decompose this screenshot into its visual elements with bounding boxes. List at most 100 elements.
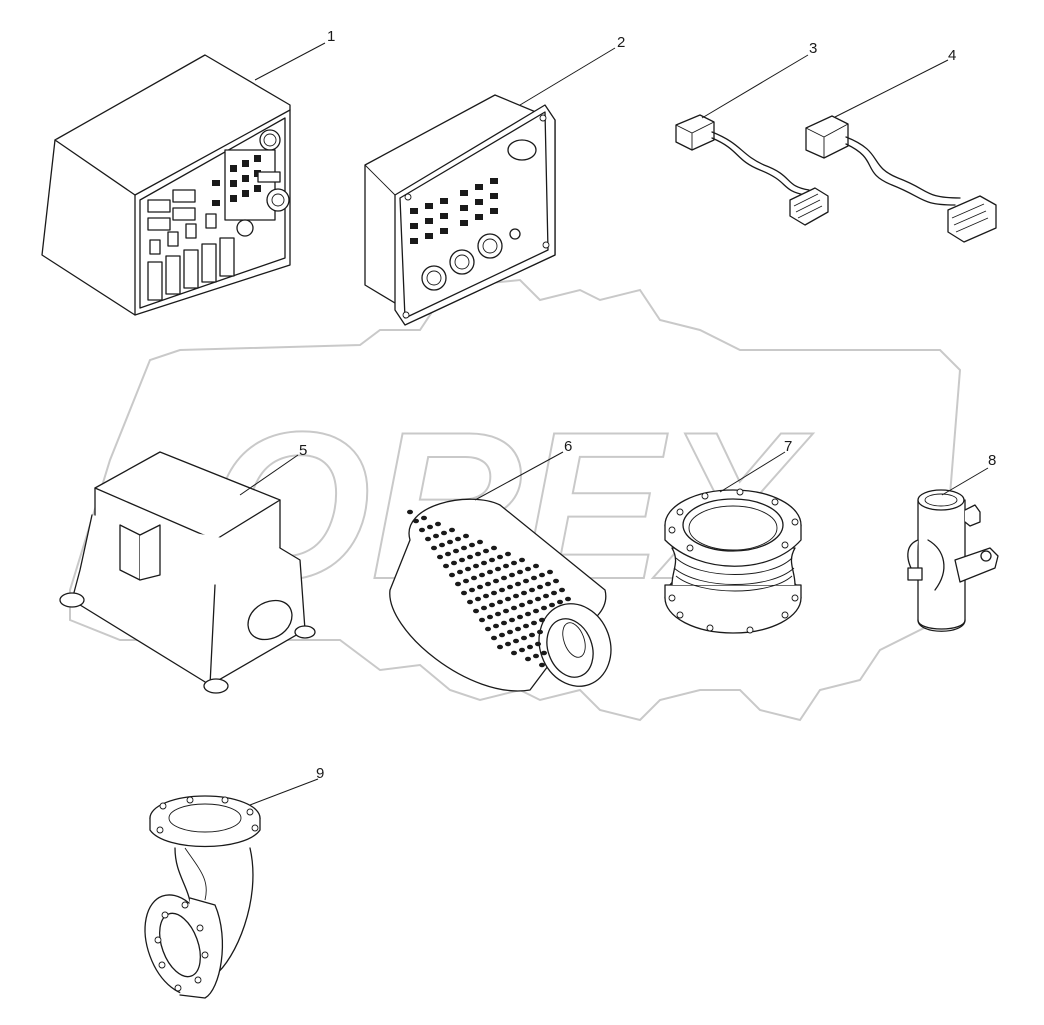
perforation-hole: [551, 590, 557, 596]
perforation-hole: [547, 569, 553, 575]
perforation-hole: [517, 569, 523, 575]
perforation-hole: [479, 572, 485, 578]
callout-1: 1: [327, 28, 335, 45]
perforation-hole: [455, 581, 461, 587]
perforation-hole: [501, 575, 507, 581]
leader-8: [941, 467, 989, 496]
perforation-hole: [525, 566, 531, 572]
perforation-hole: [535, 596, 541, 602]
part-3-cable-harness-small: [675, 114, 829, 226]
perforation-hole: [497, 554, 503, 560]
perforation-hole: [521, 635, 527, 641]
perforation-hole: [557, 599, 563, 605]
perforation-hole: [479, 617, 485, 623]
perforation-hole: [493, 623, 499, 629]
perforation-hole: [505, 551, 511, 557]
part-4-cable-harness-large: [805, 115, 997, 243]
perforation-hole: [469, 587, 475, 593]
perforation-hole: [475, 551, 481, 557]
leader-7: [719, 451, 786, 493]
perforation-hole: [521, 590, 527, 596]
perforation-hole: [535, 641, 541, 647]
perforation-hole: [489, 602, 495, 608]
perforation-hole: [499, 632, 505, 638]
leader-2: [519, 47, 616, 106]
perforation-hole: [495, 566, 501, 572]
perforation-hole: [443, 563, 449, 569]
perforation-hole: [513, 638, 519, 644]
perforation-hole: [455, 536, 461, 542]
perforation-hole: [419, 527, 425, 533]
perforation-hole: [523, 578, 529, 584]
leader-4: [834, 59, 949, 118]
perforation-hole: [485, 581, 491, 587]
perforation-hole: [545, 581, 551, 587]
perforation-hole: [553, 578, 559, 584]
perforation-hole: [537, 629, 543, 635]
perforation-hole: [477, 584, 483, 590]
perforation-hole: [513, 593, 519, 599]
leader-lines: [239, 42, 989, 806]
perforation-hole: [497, 644, 503, 650]
perforation-hole: [539, 572, 545, 578]
perforation-hole: [515, 626, 521, 632]
perforation-hole: [503, 563, 509, 569]
perforation-hole: [507, 584, 513, 590]
perforation-hole: [495, 611, 501, 617]
part-6-perforated-filter: [389, 498, 612, 692]
leader-5: [239, 454, 299, 496]
perforation-hole: [525, 656, 531, 662]
callout-7: 7: [784, 438, 792, 455]
perforation-hole: [531, 575, 537, 581]
perforation-hole: [533, 563, 539, 569]
perforation-hole: [461, 545, 467, 551]
perforation-hole: [525, 611, 531, 617]
perforation-hole: [467, 599, 473, 605]
perforation-hole: [537, 584, 543, 590]
perforation-hole: [523, 623, 529, 629]
callout-9: 9: [316, 765, 324, 782]
perforation-hole: [489, 557, 495, 563]
perforation-hole: [497, 599, 503, 605]
watermark-gear: [69, 278, 962, 722]
perforation-hole: [491, 635, 497, 641]
perforation-hole: [441, 530, 447, 536]
perforation-hole: [531, 620, 537, 626]
leader-9: [249, 778, 319, 806]
perforation-hole: [519, 557, 525, 563]
perforation-hole: [527, 599, 533, 605]
perforation-hole: [475, 596, 481, 602]
perforation-hole: [481, 560, 487, 566]
perforation-hole: [431, 545, 437, 551]
leader-6: [474, 451, 564, 501]
callout-8: 8: [988, 452, 996, 469]
perforation-hole: [447, 539, 453, 545]
part-8-pipe-fitting: [907, 489, 999, 632]
part-1-control-panel-box: [41, 54, 291, 316]
perforation-hole: [533, 653, 539, 659]
perforation-hole: [491, 545, 497, 551]
perforation-hole: [541, 650, 547, 656]
perforation-hole: [517, 614, 523, 620]
perforation-hole: [439, 542, 445, 548]
perforation-hole: [529, 587, 535, 593]
perforation-hole: [449, 527, 455, 533]
perforation-hole: [511, 605, 517, 611]
perforation-hole: [519, 602, 525, 608]
perforation-hole: [541, 605, 547, 611]
perforation-hole: [413, 518, 419, 524]
perforation-hole: [491, 590, 497, 596]
callout-6: 6: [564, 438, 572, 455]
perforation-hole: [485, 626, 491, 632]
perforation-hole: [407, 509, 413, 515]
perforation-hole: [483, 593, 489, 599]
perforation-hole: [539, 617, 545, 623]
perforation-hole: [451, 560, 457, 566]
perforation-hole: [449, 572, 455, 578]
perforation-hole: [511, 650, 517, 656]
perforation-hole: [437, 554, 443, 560]
perforation-hole: [509, 572, 515, 578]
perforation-hole: [421, 515, 427, 521]
perforation-hole: [539, 662, 545, 668]
